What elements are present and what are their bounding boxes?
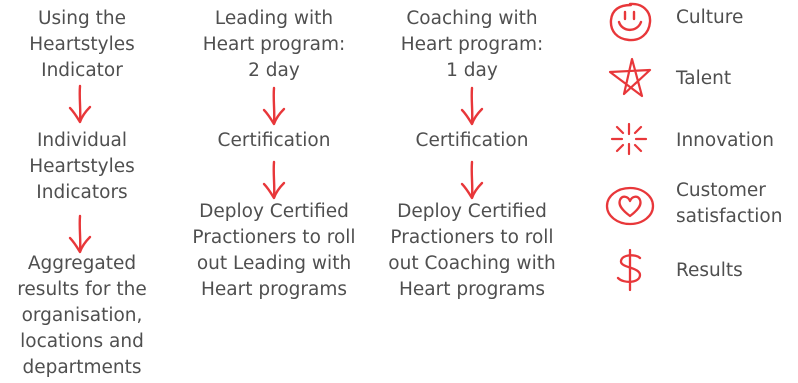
heart-icon (604, 184, 656, 228)
legend-customer-line1: Customer (676, 180, 766, 201)
arrow-down-icon (68, 214, 92, 254)
legend-culture: Culture (604, 0, 794, 44)
arrow-down-icon (262, 160, 286, 200)
legend-innovation: Innovation (604, 118, 794, 162)
legend-customer-line2: satisfaction (676, 206, 783, 227)
smiley-icon (604, 0, 656, 44)
legend-results: Results (604, 248, 794, 292)
arrow-down-icon (262, 86, 286, 126)
arrow-down-icon (460, 160, 484, 200)
star-icon (604, 56, 656, 100)
arrow-down-icon (460, 86, 484, 126)
legend-customer-satisfaction: Customer satisfaction (604, 178, 798, 234)
legend-talent: Talent (604, 56, 794, 100)
col2-step2: Certification (217, 130, 331, 151)
col3-step2: Certification (415, 130, 529, 151)
dollar-icon (604, 248, 656, 292)
arrow-down-icon (68, 84, 92, 124)
sparkle-icon (604, 118, 656, 162)
